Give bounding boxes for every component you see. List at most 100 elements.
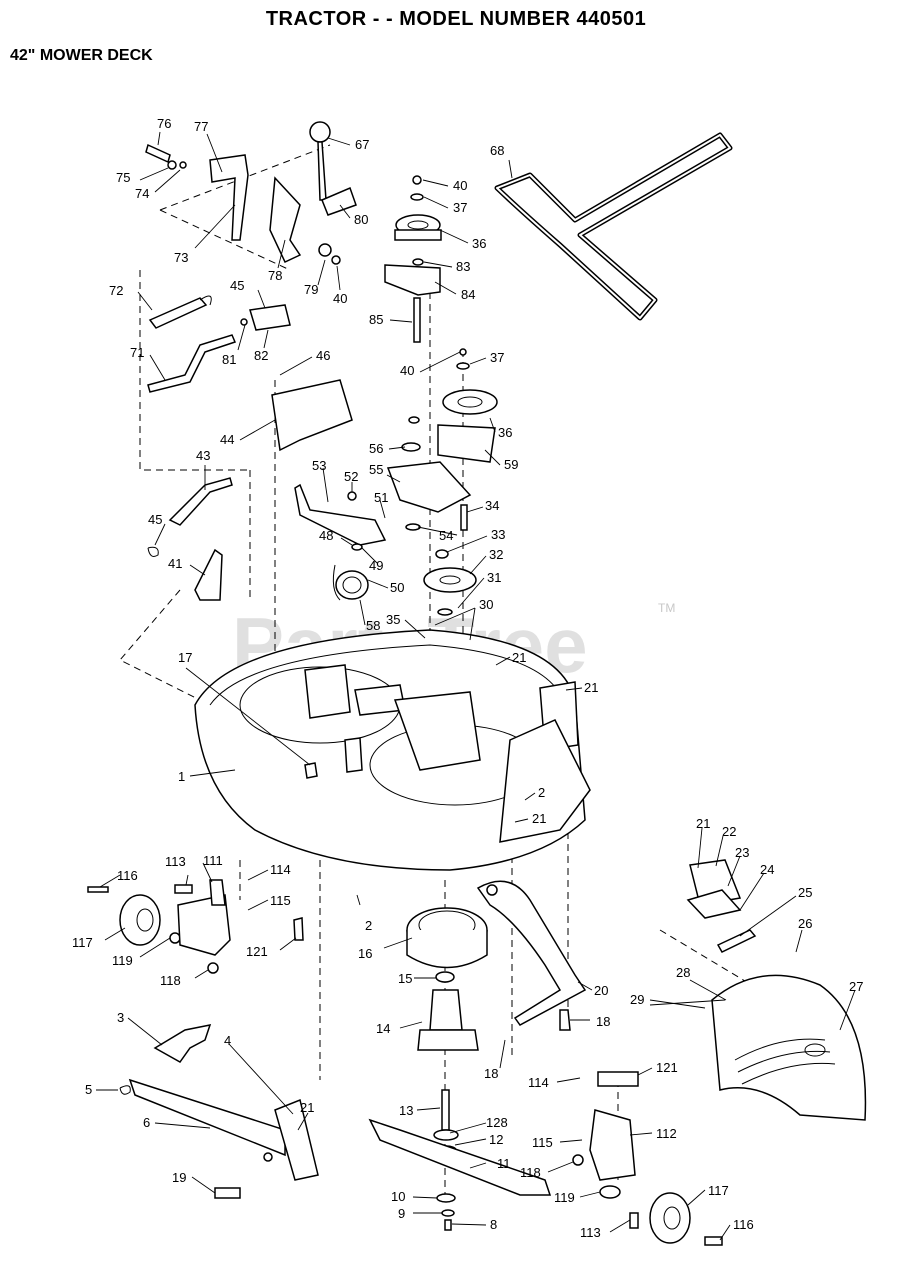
callout-77: 77 <box>194 119 208 134</box>
callout-71: 71 <box>130 345 144 360</box>
callout-114-right: 114 <box>528 1075 549 1090</box>
stabilizer-bracket <box>476 880 587 1031</box>
callout-55: 55 <box>369 462 383 477</box>
callout-25: 25 <box>798 885 812 900</box>
callout-115-left: 115 <box>270 893 291 908</box>
callout-81: 81 <box>222 352 236 367</box>
callout-56: 56 <box>369 441 383 456</box>
callout-51: 51 <box>374 490 388 505</box>
callout-10: 10 <box>391 1189 405 1204</box>
callout-40-upper-pulley: 40 <box>453 178 467 193</box>
callout-2-lower: 2 <box>365 918 372 933</box>
callout-113-right: 113 <box>580 1225 601 1240</box>
callout-32: 32 <box>489 547 503 562</box>
callout-54: 54 <box>439 528 453 543</box>
callout-28: 28 <box>676 965 690 980</box>
callout-58: 58 <box>366 618 380 633</box>
mower-deck <box>194 629 591 871</box>
front-wheel-left <box>87 879 304 974</box>
callout-20: 20 <box>594 983 608 998</box>
callout-80: 80 <box>354 212 368 227</box>
watermark-trademark: TM <box>658 601 675 615</box>
callout-50: 50 <box>390 580 404 595</box>
front-link-assembly <box>119 1024 319 1199</box>
callout-117-right: 117 <box>708 1183 729 1198</box>
callout-37-upper: 37 <box>453 200 467 215</box>
callout-2-deck: 2 <box>538 785 545 800</box>
callout-8: 8 <box>490 1217 497 1232</box>
callout-53: 53 <box>312 458 326 473</box>
callout-21-chute: 21 <box>696 816 710 831</box>
callout-33: 33 <box>491 527 505 542</box>
leader-lines <box>96 131 856 1241</box>
callout-13: 13 <box>399 1103 413 1118</box>
front-wheel-right <box>572 1071 723 1246</box>
callout-36-upper: 36 <box>472 236 486 251</box>
callout-45-lower: 45 <box>148 512 162 527</box>
callout-46: 46 <box>316 348 330 363</box>
callout-44: 44 <box>220 432 234 447</box>
callout-84: 84 <box>461 287 475 302</box>
spindle-assembly <box>368 907 552 1231</box>
callout-21-right-a: 21 <box>512 650 526 665</box>
callout-22: 22 <box>722 824 736 839</box>
callout-18-right: 18 <box>596 1014 610 1029</box>
callout-113-left: 113 <box>165 854 186 869</box>
callout-121-left: 121 <box>246 944 268 959</box>
callout-9: 9 <box>398 1206 405 1221</box>
callout-41: 41 <box>168 556 182 571</box>
callout-23: 23 <box>735 845 749 860</box>
callout-76: 76 <box>157 116 171 131</box>
callout-3: 3 <box>117 1010 124 1025</box>
callout-115-right: 115 <box>532 1135 553 1150</box>
callout-111: 111 <box>203 853 223 868</box>
callout-14: 14 <box>376 1021 390 1036</box>
callout-85: 85 <box>369 312 383 327</box>
callout-18-left: 18 <box>484 1066 498 1081</box>
callout-82: 82 <box>254 348 268 363</box>
spring-and-rods <box>147 295 353 601</box>
callout-11: 11 <box>497 1156 511 1171</box>
callout-17: 17 <box>178 650 192 665</box>
callout-16: 16 <box>358 946 372 961</box>
callout-4: 4 <box>224 1033 231 1048</box>
callout-52: 52 <box>344 469 358 484</box>
idler-arm <box>294 483 387 601</box>
callout-68: 68 <box>490 143 504 158</box>
callout-40-middle: 40 <box>400 363 414 378</box>
callout-112: 112 <box>656 1126 677 1141</box>
callout-21-link: 21 <box>300 1100 314 1115</box>
callout-12: 12 <box>489 1132 503 1147</box>
callout-79: 79 <box>304 282 318 297</box>
callout-67: 67 <box>355 137 369 152</box>
callout-24: 24 <box>760 862 774 877</box>
section-subtitle: 42" MOWER DECK <box>10 47 153 64</box>
callout-36-middle: 36 <box>498 425 512 440</box>
callout-59: 59 <box>504 457 518 472</box>
belt-68 <box>494 132 733 321</box>
callout-72: 72 <box>109 283 123 298</box>
page-title: TRACTOR - - MODEL NUMBER 440501 <box>265 8 647 30</box>
callout-37-middle: 37 <box>490 350 504 365</box>
callout-19: 19 <box>172 1170 186 1185</box>
callout-83: 83 <box>456 259 470 274</box>
callout-116-left: 116 <box>117 868 138 883</box>
callout-43: 43 <box>196 448 210 463</box>
callout-118-left: 118 <box>160 973 181 988</box>
callout-116-right: 116 <box>733 1217 754 1232</box>
callout-45-top: 45 <box>230 278 244 293</box>
callout-15: 15 <box>398 971 412 986</box>
callout-78: 78 <box>268 268 282 283</box>
pulley-stack <box>384 175 498 616</box>
callout-49: 49 <box>369 558 383 573</box>
callout-119-left: 119 <box>112 953 133 968</box>
callout-1: 1 <box>178 769 185 784</box>
callout-31: 31 <box>487 570 501 585</box>
callout-75: 75 <box>116 170 130 185</box>
callout-73: 73 <box>174 250 188 265</box>
callout-30: 30 <box>479 597 493 612</box>
callout-74: 74 <box>135 186 149 201</box>
callout-27: 27 <box>849 979 863 994</box>
callout-6: 6 <box>143 1115 150 1130</box>
